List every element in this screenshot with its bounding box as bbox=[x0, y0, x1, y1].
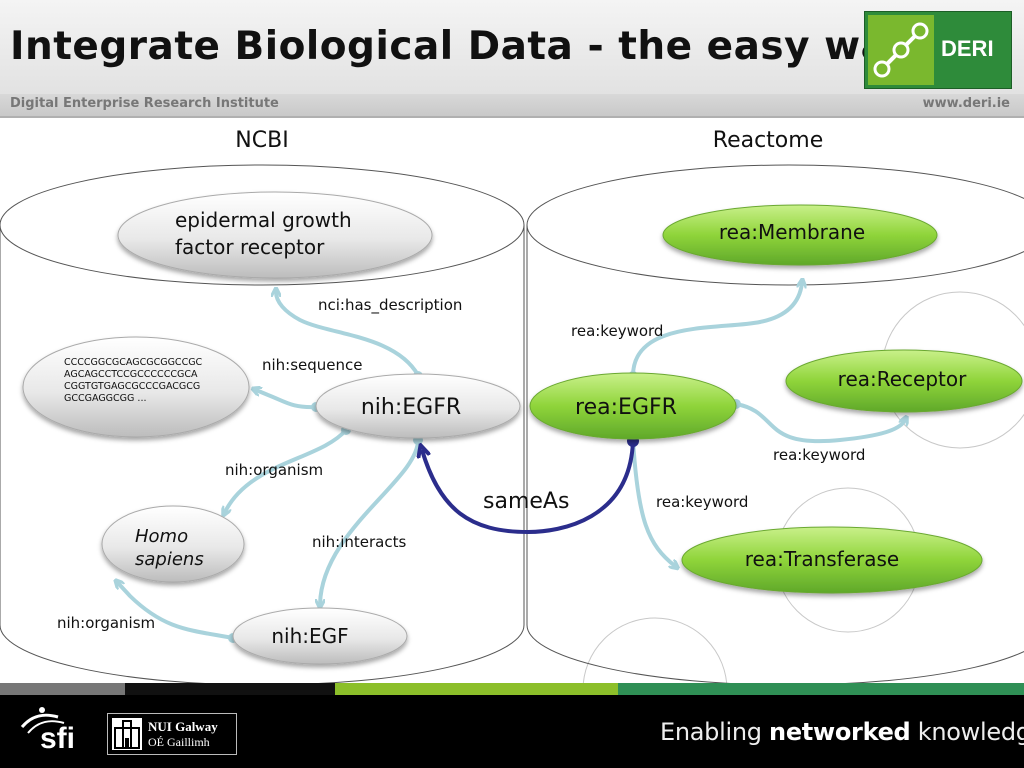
edge-label-organism-2: nih:organism bbox=[57, 614, 155, 632]
node-egfr-description: epidermal growth factor receptor bbox=[117, 191, 433, 279]
arrow-has-description bbox=[276, 292, 420, 377]
header-bar: Integrate Biological Data - the easy way… bbox=[0, 0, 1024, 94]
node-homo-sapiens-line1: Homo bbox=[135, 526, 188, 547]
edge-label-keyword-1: rea:keyword bbox=[571, 322, 663, 340]
sfi-logo-text: sfi bbox=[40, 722, 76, 755]
website-url: www.deri.ie bbox=[922, 96, 1010, 111]
node-egfr-description-line2: factor receptor bbox=[175, 235, 325, 259]
node-rea-transferase-label: rea:Transferase bbox=[745, 547, 899, 571]
edge-label-sequence: nih:sequence bbox=[262, 356, 363, 374]
tagline-bold: networked bbox=[769, 718, 911, 746]
edge-label-interacts: nih:interacts bbox=[312, 533, 407, 551]
edge-label-keyword-3: rea:keyword bbox=[656, 493, 748, 511]
sub-header-bar: Digital Enterprise Research Institute ww… bbox=[0, 94, 1024, 118]
ncbi-label: NCBI bbox=[235, 128, 288, 153]
node-sequence-line3: CGGTGTGAGCGCCCGACGCG bbox=[64, 381, 200, 392]
same-as-arrow bbox=[422, 440, 635, 535]
node-nih-egf: nih:EGF bbox=[232, 607, 408, 665]
edge-label-keyword-2: rea:keyword bbox=[773, 446, 865, 464]
nui-crest-icon bbox=[112, 718, 142, 750]
deri-logo-graphic bbox=[868, 15, 934, 85]
tagline-post: knowledge. bbox=[917, 718, 1024, 746]
node-nih-egfr: nih:EGFR bbox=[315, 373, 521, 439]
node-homo-sapiens-line2: sapiens bbox=[135, 549, 204, 570]
node-rea-receptor: rea:Receptor bbox=[785, 349, 1023, 413]
node-nih-egfr-label: nih:EGFR bbox=[361, 395, 461, 420]
node-nih-egf-label: nih:EGF bbox=[271, 624, 348, 648]
tagline-pre: Enabling bbox=[660, 718, 770, 746]
arrow-interacts bbox=[320, 438, 420, 604]
nui-line2: OÉ Gaillimh bbox=[148, 735, 210, 749]
node-sequence-line2: AGCAGCCTCCGCCCCCCGCA bbox=[64, 369, 198, 380]
edge-label-organism-1: nih:organism bbox=[225, 461, 323, 479]
edge-label-same-as: sameAs bbox=[483, 489, 569, 514]
nui-galway-logo: NUI Galway OÉ Gaillimh bbox=[107, 713, 237, 755]
organization-name: Digital Enterprise Research Institute bbox=[10, 96, 279, 111]
deri-logo-text: DERI bbox=[941, 36, 994, 61]
node-sequence: CCCCGGCGCAGCGCGGCCGC AGCAGCCTCCGCCCCCCGC… bbox=[22, 336, 250, 438]
node-rea-egfr-label: rea:EGFR bbox=[575, 395, 677, 420]
node-rea-transferase: rea:Transferase bbox=[681, 526, 983, 594]
slide-title: Integrate Biological Data - the easy way bbox=[10, 24, 913, 69]
footer-color-bar bbox=[0, 683, 1024, 695]
nui-line1: NUI Galway bbox=[148, 719, 218, 734]
node-homo-sapiens: Homo sapiens bbox=[101, 505, 245, 583]
node-rea-egfr: rea:EGFR bbox=[529, 372, 737, 440]
arrow-keyword-1 bbox=[631, 283, 802, 378]
arrow-organism-1 bbox=[225, 428, 348, 512]
node-rea-membrane-label: rea:Membrane bbox=[719, 220, 865, 244]
node-rea-membrane: rea:Membrane bbox=[662, 204, 938, 266]
relation-arrows bbox=[118, 283, 905, 640]
arrow-keyword-3 bbox=[631, 438, 675, 566]
node-sequence-line1: CCCCGGCGCAGCGCGGCCGC bbox=[64, 357, 203, 368]
node-sequence-line4: GCCGAGGCGG ... bbox=[64, 393, 146, 404]
node-rea-receptor-label: rea:Receptor bbox=[838, 367, 967, 391]
edge-label-has-description: nci:has_description bbox=[318, 296, 462, 315]
arrow-sequence bbox=[256, 390, 318, 410]
arrow-organism-2 bbox=[118, 583, 235, 640]
tagline: Enabling networked knowledge. bbox=[660, 718, 1024, 746]
sfi-logo bbox=[18, 705, 78, 755]
reactome-label: Reactome bbox=[713, 128, 823, 153]
node-egfr-description-line1: epidermal growth bbox=[175, 208, 352, 232]
arrow-keyword-2 bbox=[734, 402, 905, 444]
deri-logo: DERI bbox=[864, 11, 1012, 89]
